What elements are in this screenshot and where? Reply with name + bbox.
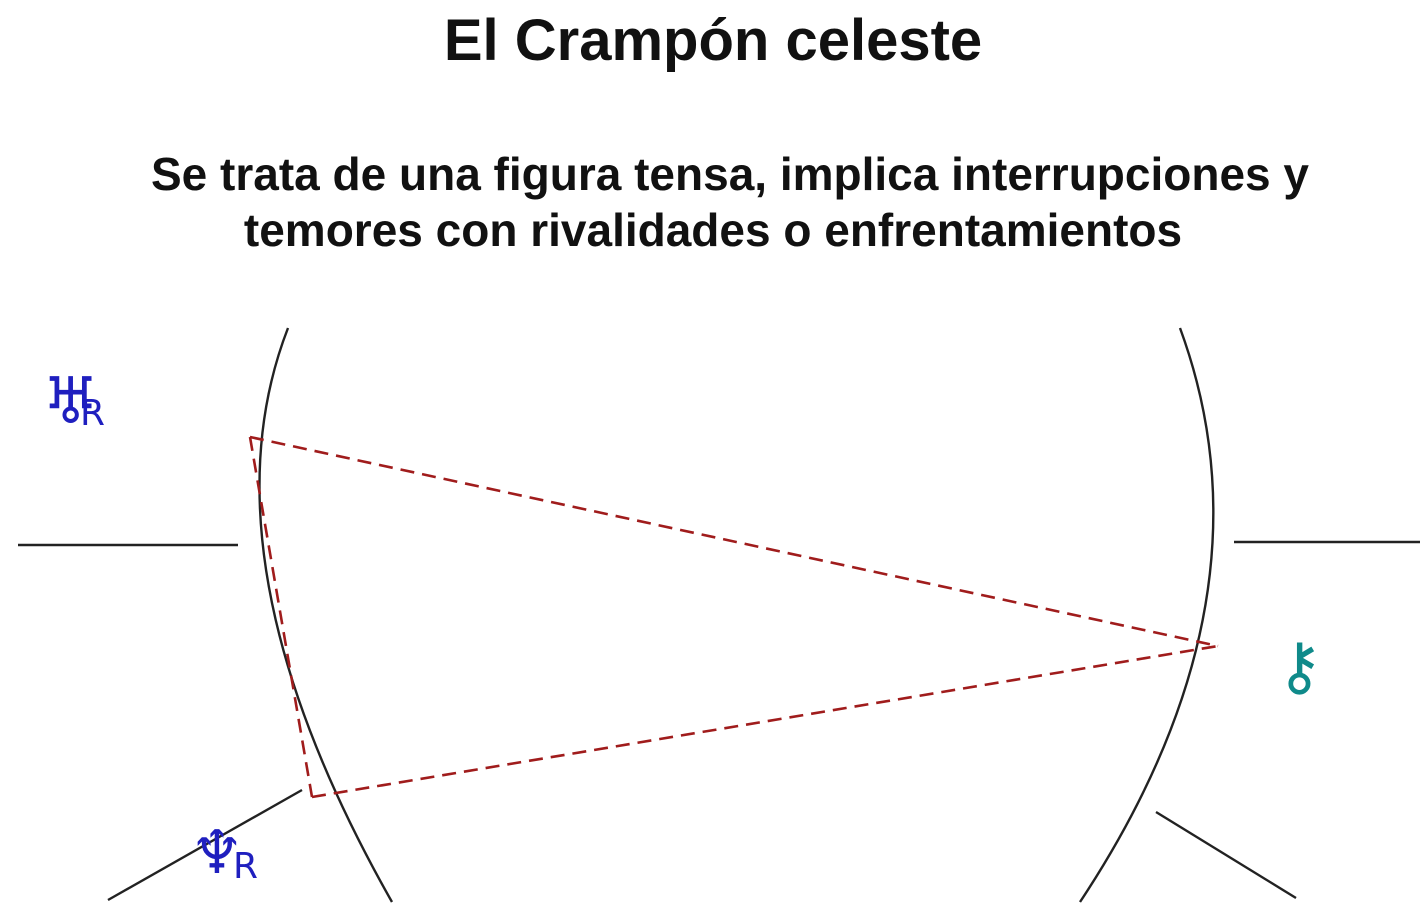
uranus-retrograde-label: R	[80, 393, 105, 434]
wheel-arc-right	[1078, 327, 1215, 903]
page-subtitle: Se trata de una figura tensa, implica in…	[0, 146, 1426, 258]
planet-chiron: ⚷	[1276, 630, 1323, 704]
aspect-line-uranus-neptune	[248, 436, 314, 798]
planet-uranus: ♅ R	[42, 365, 105, 439]
chiron-icon: ⚷	[1276, 630, 1323, 704]
aspect-line-neptune-chiron	[311, 644, 1219, 799]
page-title: El Crampón celeste	[443, 8, 983, 73]
cusp-line-lower-left	[107, 788, 303, 902]
cusp-line-lower-right	[1155, 810, 1297, 900]
subtitle-line-1: Se trata de una figura tensa, implica in…	[151, 148, 1309, 200]
neptune-retrograde-label: R	[233, 846, 258, 887]
wheel-arc-left	[258, 327, 394, 903]
aspect-line-uranus-chiron	[249, 435, 1219, 648]
uranus-icon: ♅	[42, 365, 99, 439]
aspect-lines	[248, 435, 1219, 799]
subtitle-line-2: temores con rivalidades o enfrentamiento…	[243, 204, 1183, 256]
neptune-icon: ♆	[190, 818, 244, 888]
planet-neptune: ♆ R	[190, 818, 258, 888]
